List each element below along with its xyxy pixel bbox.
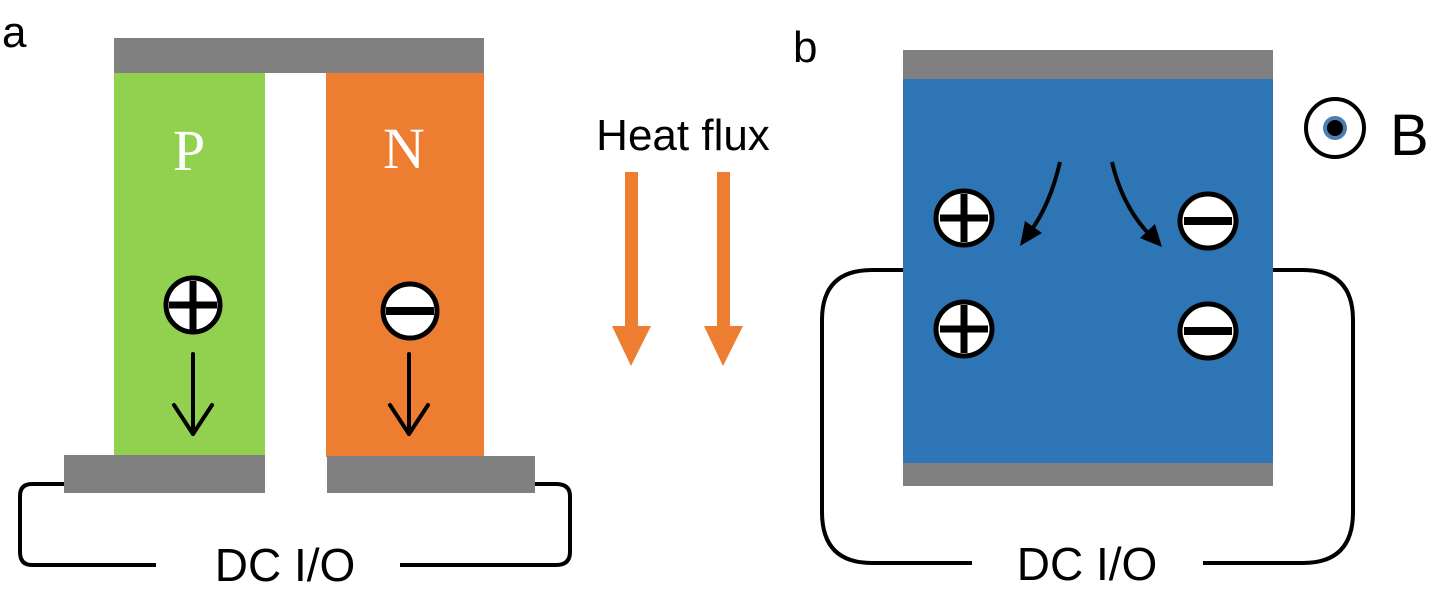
heat-flux-arrow-icon (612, 172, 651, 366)
hole-carrier-icon (933, 188, 995, 248)
p-carrier-flow-arrow-icon (172, 352, 214, 436)
circuit-wire-left-b (820, 268, 972, 565)
circuit-wire-right (400, 482, 572, 567)
bottom-electrode-left (64, 455, 265, 493)
heat-flux-label: Heat flux (596, 111, 770, 160)
bulk-sample (903, 50, 1273, 486)
n-type-leg (326, 73, 484, 457)
panel-b: b (793, 23, 1429, 590)
panel-a-label: a (2, 8, 27, 57)
electron-deflection-arrow-icon (1110, 161, 1162, 247)
p-leg-label: P (173, 118, 205, 183)
bottom-electrode-b (903, 463, 1273, 486)
circuit-wire-left (18, 482, 156, 567)
top-electrode (114, 38, 484, 73)
hole-deflection-arrow-icon (1020, 161, 1062, 246)
magnetic-field-out-of-page-icon (1304, 97, 1366, 159)
heat-flux-arrow-icon (704, 172, 743, 366)
hole-carrier-icon (933, 299, 995, 359)
panel-a-circuit-label: DC I/O (215, 539, 356, 591)
n-leg-label: N (383, 116, 425, 181)
electron-carrier-icon (1177, 191, 1239, 251)
electron-carrier-icon (380, 281, 440, 341)
panel-b-label: b (793, 23, 817, 72)
hole-carrier-icon (163, 275, 223, 335)
n-carrier-flow-arrow-icon (388, 352, 430, 436)
panel-a: a P N (2, 8, 572, 591)
electron-carrier-icon (1177, 301, 1239, 361)
p-type-leg (114, 73, 265, 455)
top-electrode-b (903, 50, 1273, 79)
magnetic-field-label: B (1390, 103, 1429, 168)
bottom-electrode-right (327, 456, 535, 493)
heat-flux: Heat flux (596, 111, 770, 366)
panel-b-circuit-label: DC I/O (1017, 538, 1158, 590)
circuit-wire-right-b (1203, 268, 1355, 565)
